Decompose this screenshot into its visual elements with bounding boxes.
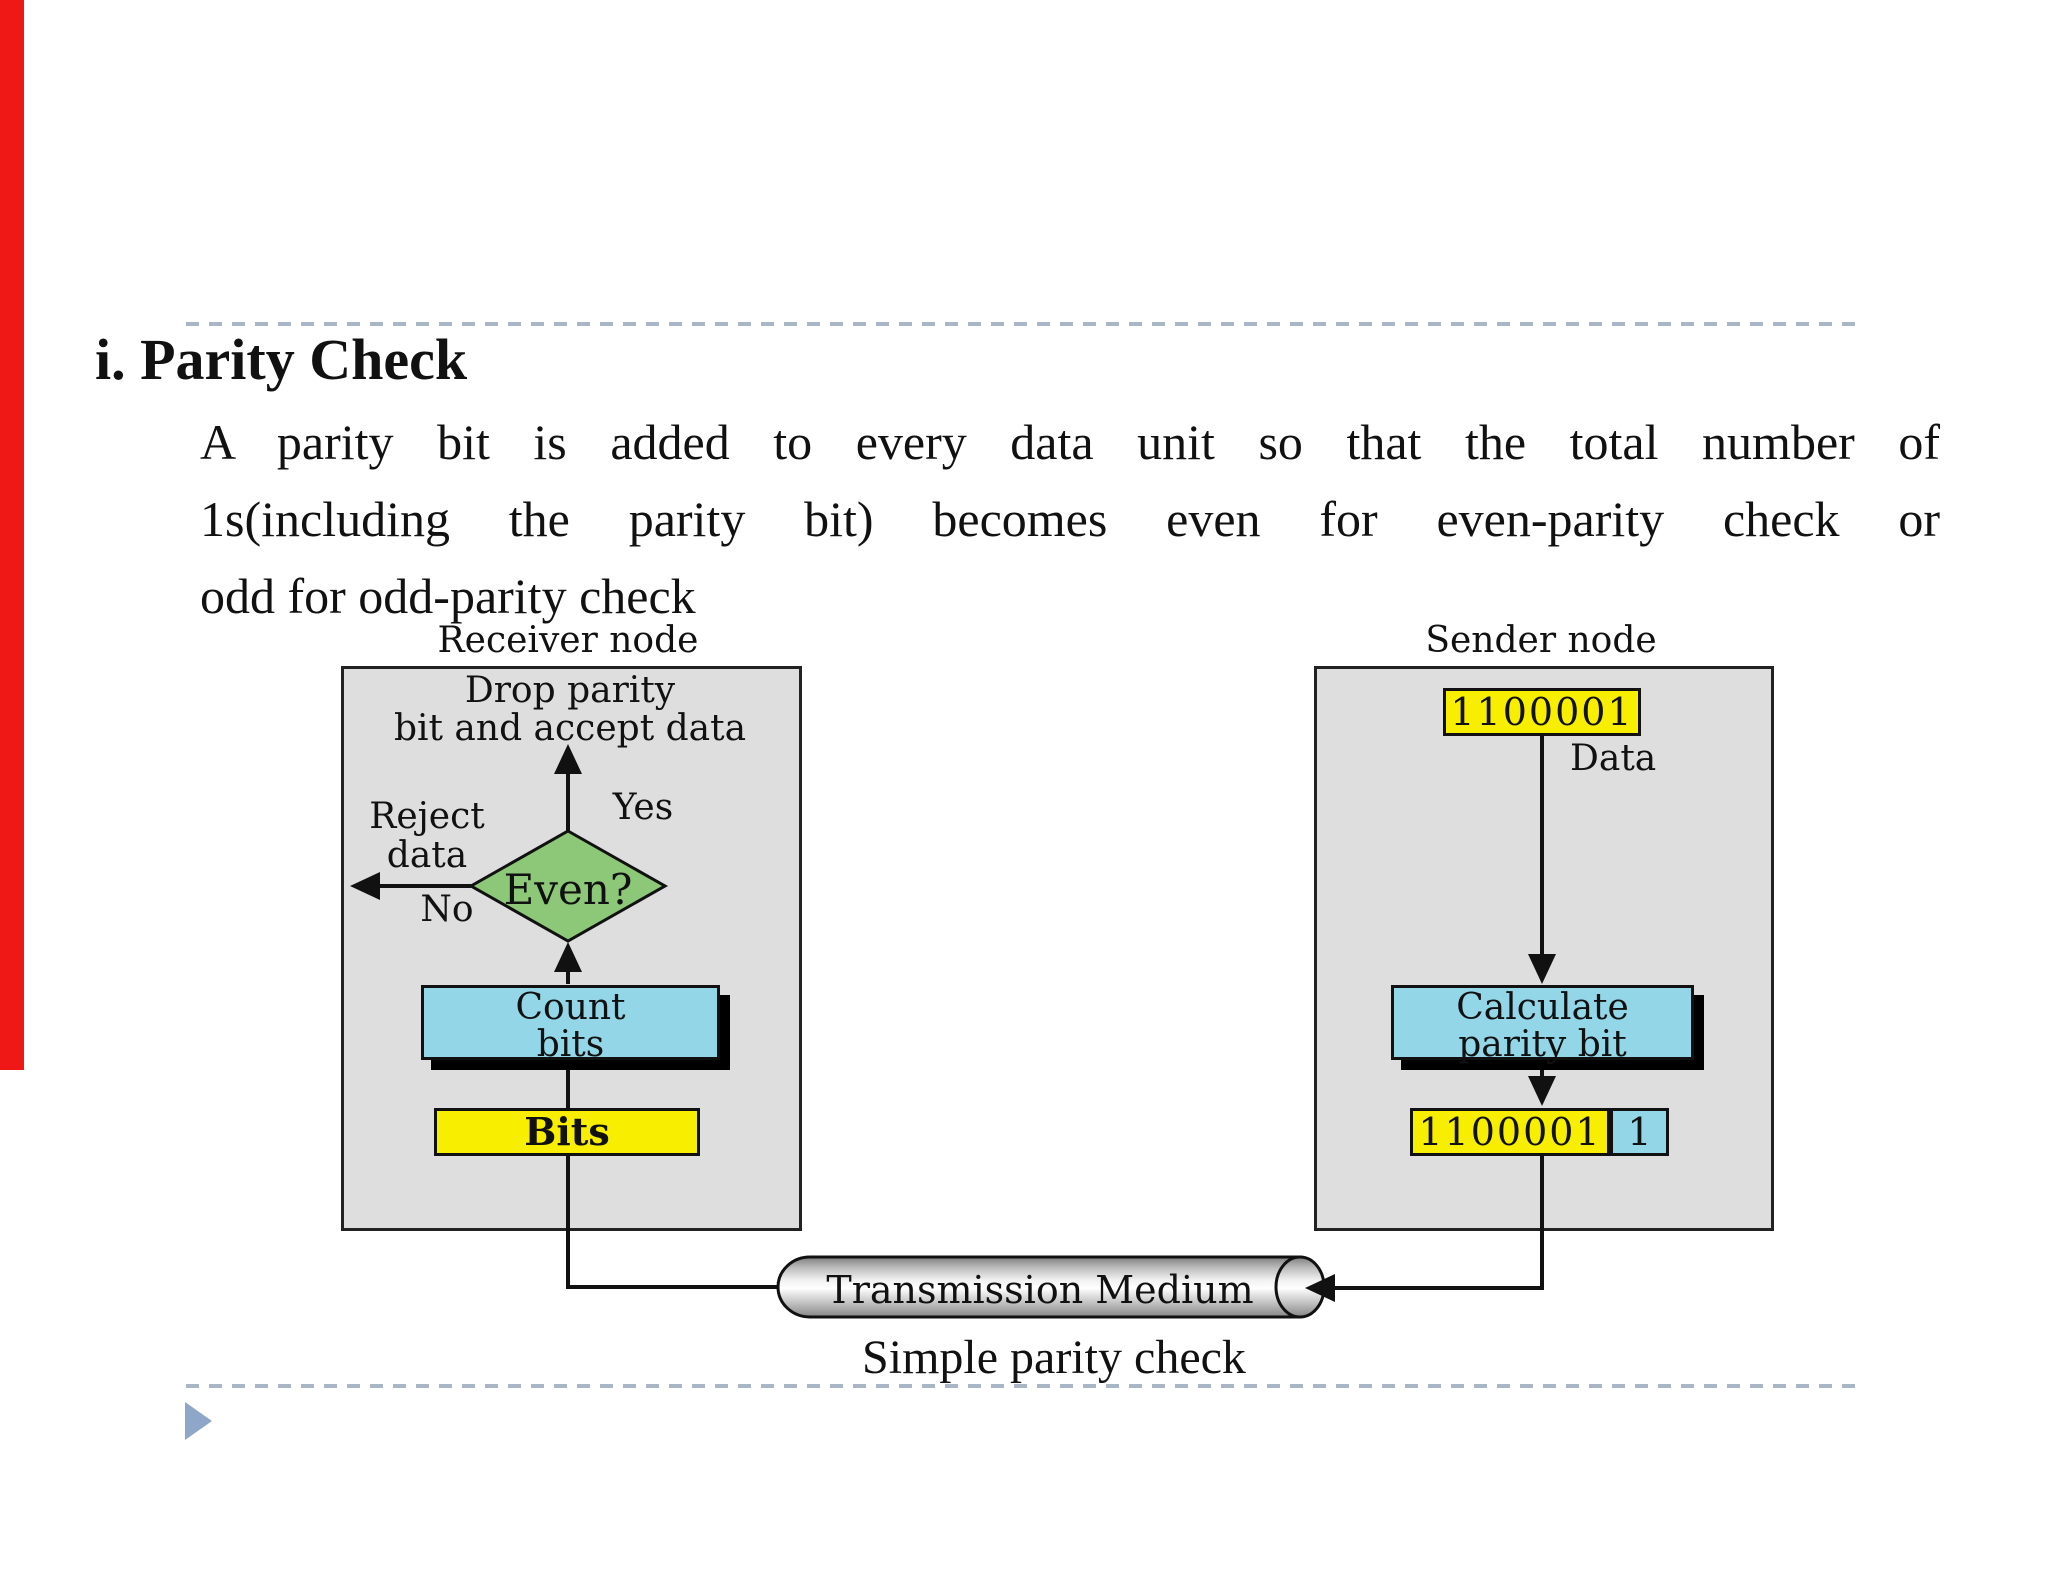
drop-parity-line1: Drop parity: [464, 670, 676, 711]
parity-bit-box: 1: [1610, 1108, 1669, 1156]
no-label: No: [420, 889, 474, 930]
red-accent-bar: [0, 0, 24, 1070]
medium-arrowhead-icon: [1305, 1274, 1335, 1302]
calculate-line2: parity bit: [1458, 1024, 1627, 1065]
count-bits-line1: Count: [515, 987, 626, 1028]
footer-triangle-icon: [185, 1402, 212, 1440]
figure-caption: Simple parity check: [862, 1331, 1246, 1384]
sender-node-label: Sender node: [1425, 620, 1657, 661]
count-bits-box: Count bits: [421, 985, 720, 1065]
body-paragraph: A parity bit is added to every data unit…: [200, 404, 1940, 635]
even-decision-label: Even?: [503, 865, 633, 914]
data-label: Data: [1570, 738, 1657, 779]
result-bits-box: 1100001: [1410, 1108, 1610, 1156]
reject-line2: data: [386, 835, 468, 876]
body-line: 1s(including the parity bit) becomes eve…: [200, 491, 1940, 547]
body-line: odd for odd-parity check: [200, 568, 696, 624]
drop-parity-text: Drop parity bit and accept data: [358, 672, 782, 748]
body-line: A parity bit is added to every data unit…: [200, 414, 1940, 470]
bottom-dashed-divider: [186, 1384, 1862, 1388]
calculate-line1: Calculate: [1456, 987, 1629, 1028]
reject-data-text: Reject data: [342, 797, 512, 875]
top-dashed-divider: [186, 322, 1862, 326]
reject-line1: Reject: [369, 796, 485, 837]
drop-parity-line2: bit and accept data: [393, 708, 747, 749]
count-bits-line2: bits: [536, 1024, 605, 1065]
bits-box: Bits: [434, 1108, 700, 1156]
yes-label: Yes: [612, 787, 674, 828]
receiver-node-label: Receiver node: [437, 620, 699, 661]
page-title: i. Parity Check: [95, 327, 468, 392]
calculate-parity-box: Calculate parity bit: [1391, 985, 1694, 1065]
transmission-medium-label: Transmission Medium: [826, 1268, 1254, 1312]
sender-data-bits-box: 1100001: [1443, 688, 1641, 736]
